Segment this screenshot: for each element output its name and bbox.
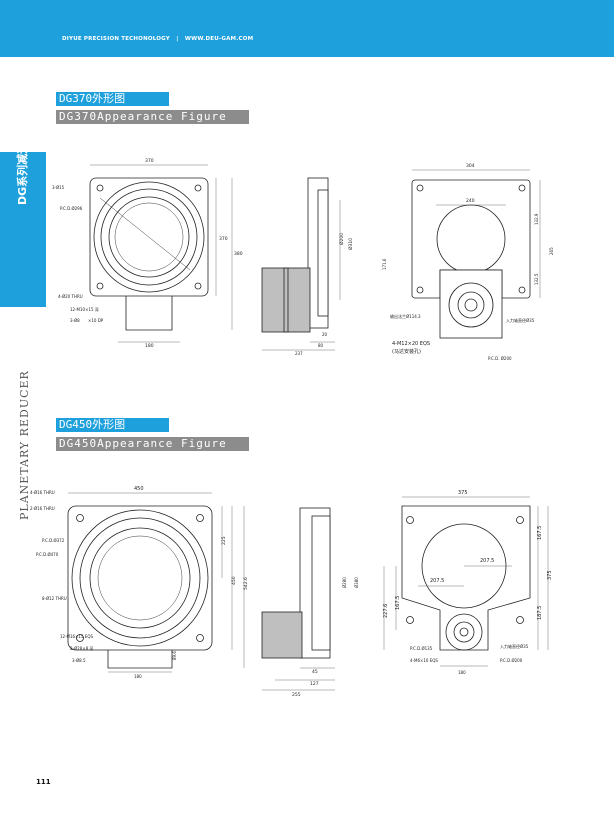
- dg370-front-dim-width: 370: [145, 158, 154, 164]
- dg450-top-dim-offset: 227.6: [383, 604, 389, 618]
- dg450-top-dim-width: 375: [458, 490, 468, 496]
- dg370-side-dim-body: 80: [318, 343, 324, 348]
- dg450-front-dim-half: 225: [221, 536, 227, 545]
- dg370-label-tapped: 12-M10×15 深: [70, 306, 99, 312]
- dg450-top-dim-base: 180: [458, 670, 466, 675]
- company-website[interactable]: WWW.DEU-GAM.COM: [184, 36, 254, 42]
- dg450-front-dim-base: 180: [134, 674, 142, 679]
- dg450-label-pcd-372: P.C.D.Ø372: [42, 538, 65, 543]
- dg370-side-dim-outer: Ø310: [347, 238, 354, 250]
- dg450-top-dim-lower: 187.5: [537, 606, 543, 620]
- dg450-side-dim-body: 127: [310, 681, 319, 687]
- dg370-top-dim-upper: 132.9: [534, 213, 539, 225]
- dg450-side-dim-flange: 45: [312, 669, 318, 675]
- dg450-side-dim-inner: Ø280: [342, 577, 347, 588]
- dg370-label-motor-holes: 4-M12×20 EQS: [392, 341, 430, 347]
- dg370-top-view: 304 240 132.9 132.5 265 171.6 输出法兰Ø114.3…: [382, 163, 554, 361]
- page-number: 111: [36, 778, 51, 786]
- dg450-label-thru-2: 2-Ø16 THRU: [30, 506, 55, 511]
- company-name: DIYUE PRECISION TECHONOLOGY: [62, 36, 170, 42]
- dg450-front-dim-drop: 89.6: [172, 651, 177, 660]
- header-bar: DIYUE PRECISION TECHONOLOGY | WWW.DEU-GA…: [0, 0, 614, 57]
- dg450-label-pcd-135: P.C.D.Ø135: [410, 646, 433, 651]
- dg450-label-small-holes: 3-Ø8.5: [72, 658, 86, 663]
- dg370-label-pcd: P.C.D. Ø200: [488, 356, 512, 361]
- section-2-subtitle: DG450Appearance Figure: [56, 437, 249, 451]
- dg450-front-view: 450 225 450 542.6 180 89.6 4-Ø16 THRU 2-…: [30, 486, 249, 679]
- dg370-label-pin-depth: ×10 DP: [88, 318, 104, 323]
- dg370-front-dim-total: 380: [234, 251, 243, 257]
- dg450-label-tapped: 12-M16×15 EQS: [60, 634, 93, 639]
- dg370-label-output-flange: 输出法兰Ø114.3: [390, 313, 421, 319]
- dg450-label-thru-4: 4-Ø16 THRU: [30, 490, 55, 495]
- dg370-front-dim-base: 180: [145, 343, 154, 349]
- dg370-top-dim-offset: 171.6: [382, 258, 387, 270]
- dg450-top-view: 375 207.5 167.5 375 207.5 227.6 167.5 18…: [383, 490, 553, 675]
- dg450-label-pcd-470: P.C.D.Ø470: [36, 552, 59, 557]
- dg450-front-dim-height: 450: [231, 576, 237, 585]
- dg370-side-dim-flange: 20: [322, 332, 328, 337]
- dg370-label-pcd: P.C.D.Ø296: [60, 206, 83, 211]
- section-2-title: DG450外形图: [56, 418, 169, 432]
- dg450-top-dim-lower-left: 167.5: [395, 596, 401, 610]
- header-text: DIYUE PRECISION TECHONOLOGY | WWW.DEU-GA…: [62, 36, 253, 42]
- dg370-top-dim-width: 304: [466, 163, 475, 169]
- dg450-top-dim-half-right: 207.5: [480, 558, 494, 564]
- dg450-label-input-shaft: 入力轴直径Ø35: [500, 643, 529, 649]
- dg450-top-dim-upper: 167.5: [537, 526, 543, 540]
- dg370-top-dim-lower: 132.5: [534, 273, 539, 285]
- header-separator: |: [176, 36, 179, 42]
- dg450-front-dim-width: 450: [134, 486, 144, 492]
- dg450-front-dim-total: 542.6: [243, 577, 249, 590]
- dg370-label-motor-holes-note: (马达安装孔): [392, 348, 421, 355]
- dg450-top-dim-total: 375: [547, 570, 553, 580]
- section-1-title: DG370外形图: [56, 92, 169, 106]
- dg370-front-dim-height: 370: [219, 236, 228, 242]
- dg370-label-holes: 3-Ø15: [52, 185, 65, 190]
- side-tab: [0, 152, 46, 307]
- dg370-side-dim-total: 237: [295, 351, 303, 356]
- dg370-top-dim-total: 265: [549, 247, 554, 255]
- dg370-side-dim-inner: Ø200: [338, 233, 345, 245]
- dg450-side-view: Ø280 Ø380 45 127 255: [261, 507, 359, 698]
- dg450-label-motor-holes: 4-M6×10 EQS: [410, 658, 438, 663]
- dg450-side-dim-outer: Ø380: [354, 577, 359, 588]
- dg450-label-thru-8: 8-Ø12 THRU: [42, 596, 67, 601]
- dg450-side-dim-total: 255: [292, 692, 301, 698]
- dg370-label-pin: 3-Ø8: [70, 318, 80, 323]
- dg370-label-thru: 4-Ø20 THRU: [58, 294, 83, 299]
- dg370-front-view: 370 370 380 180 3-Ø15 P.C.D.Ø296 4-Ø20 T…: [52, 158, 243, 349]
- dg370-side-view: Ø200 Ø310 20 80 237: [261, 177, 354, 356]
- dg370-label-input-shaft: 入力轴直径Ø35: [506, 317, 535, 323]
- dg450-label-pin: 2-Ø28×8 深: [70, 645, 93, 651]
- dg450-top-dim-half-left: 207.5: [430, 578, 444, 584]
- dg370-top-dim-inner: 240: [466, 198, 475, 204]
- dg450-label-pcd-200: P.C.D.Ø200: [500, 658, 523, 663]
- section-1-subtitle: DG370Appearance Figure: [56, 110, 249, 124]
